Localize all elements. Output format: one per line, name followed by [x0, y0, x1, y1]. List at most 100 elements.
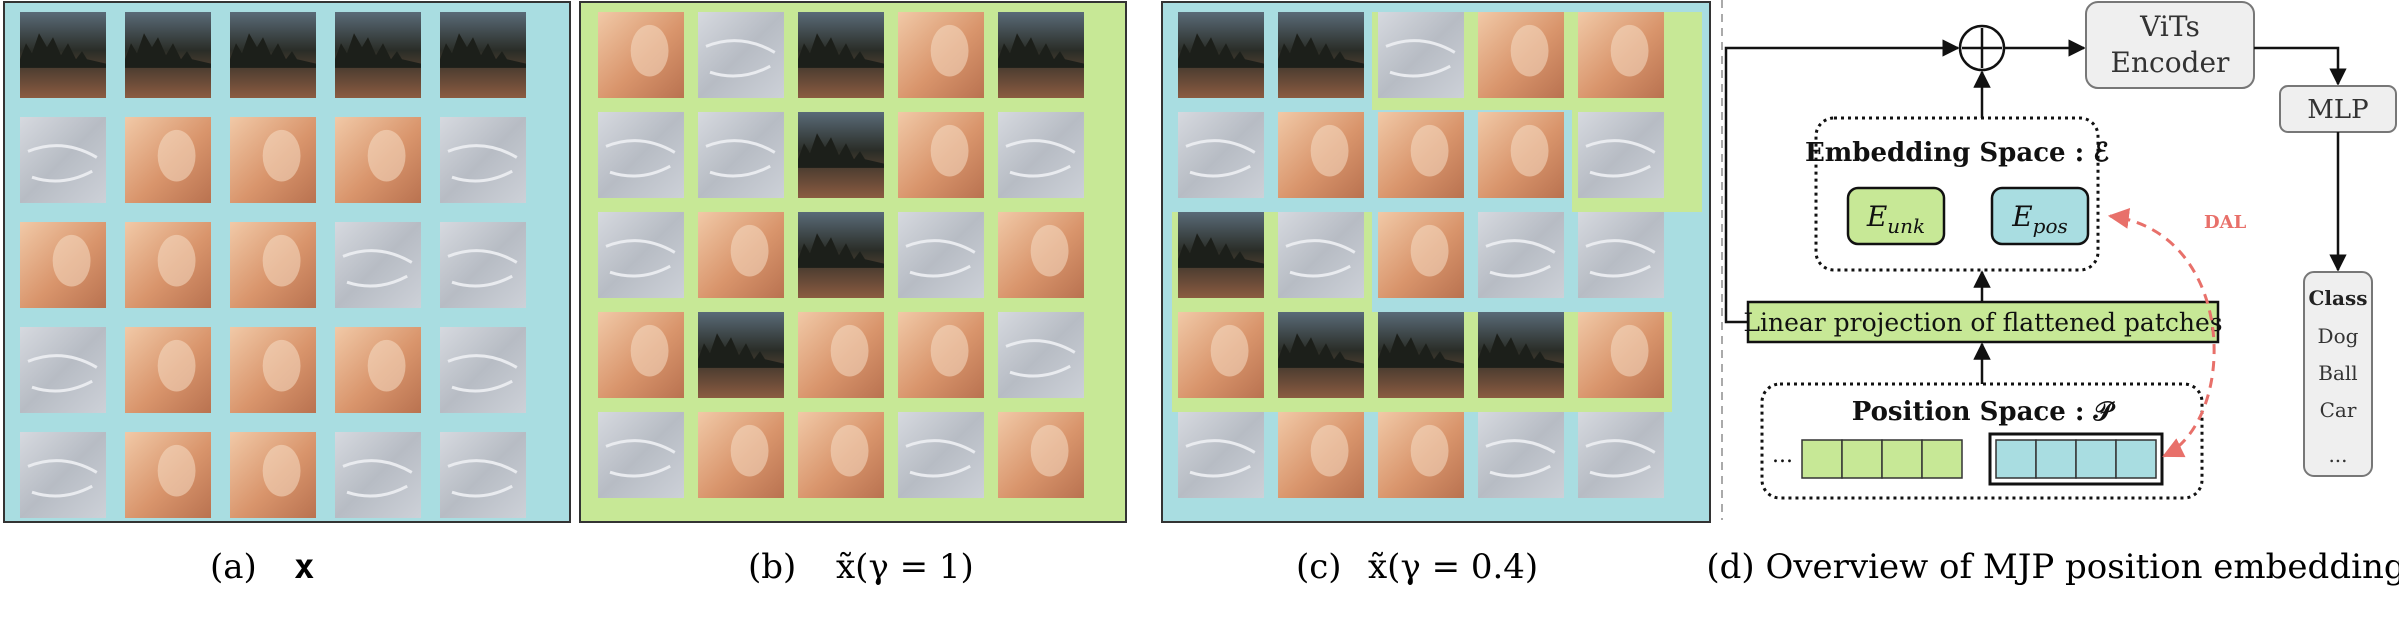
position-cell	[1841, 439, 1883, 479]
panel-c-partially-shuffled-image	[1161, 1, 1711, 523]
e-unk-subscript: unk	[1887, 214, 1925, 238]
snow-texture	[605, 239, 676, 278]
image-patch-snow	[1578, 212, 1664, 298]
fur-highlight	[930, 124, 969, 177]
image-patch-snow	[598, 412, 684, 498]
position-cell	[2035, 439, 2077, 479]
snow-texture	[342, 459, 413, 498]
position-cell	[1881, 439, 1923, 479]
e-pos-subscript: pos	[2033, 214, 2068, 238]
image-patch-snow	[1378, 12, 1464, 98]
snow-texture	[447, 354, 518, 393]
tree-silhouette	[798, 233, 884, 268]
e-pos-box	[1990, 186, 2090, 246]
fur-highlight	[262, 234, 301, 287]
tree-silhouette	[125, 33, 211, 68]
image-patch-snow	[998, 312, 1084, 398]
snow-texture	[1185, 139, 1256, 178]
snow-texture	[1005, 139, 1076, 178]
image-patch-snow	[1178, 112, 1264, 198]
embedding-space-title: Embedding Space : ℰ	[1805, 138, 2109, 168]
image-patch-snow	[698, 12, 784, 98]
image-patch-snow	[598, 212, 684, 298]
position-cell	[1921, 439, 1963, 479]
snow-texture	[1385, 39, 1456, 78]
fur-highlight	[1410, 124, 1449, 177]
vit-encoder-box	[2085, 1, 2255, 89]
snow-texture	[27, 354, 98, 393]
class-item: Ball	[2318, 361, 2357, 385]
fur-highlight	[1510, 124, 1549, 177]
image-patch-snow	[335, 222, 421, 308]
tree-silhouette	[798, 33, 884, 68]
class-item: Car	[2320, 398, 2357, 422]
snow-texture	[447, 459, 518, 498]
fur-highlight	[1610, 324, 1649, 377]
tree-silhouette	[998, 33, 1084, 68]
fur-highlight	[1030, 424, 1069, 477]
snow-texture	[1285, 239, 1356, 278]
fur-highlight	[1410, 224, 1449, 277]
e-unk-base: E	[1866, 200, 1887, 233]
snow-texture	[1585, 139, 1656, 178]
fur-highlight	[157, 339, 196, 392]
caption-b-letter: (b)	[748, 547, 796, 587]
image-patch-snow	[440, 432, 526, 518]
image-patch-snow	[1478, 412, 1564, 498]
position-blue-outline	[1988, 432, 2164, 486]
image-patch-snow	[1178, 412, 1264, 498]
snow-texture	[705, 139, 776, 178]
vit-encoder-label-line1: ViTs	[2139, 10, 2200, 43]
position-space-title: Position Space : 𝒫	[1852, 397, 2116, 427]
tree-silhouette	[1178, 233, 1264, 268]
image-patch-snow	[598, 112, 684, 198]
fur-highlight	[157, 129, 196, 182]
skip-connection-arrow	[1724, 39, 1960, 324]
caption-a-letter: (a)	[210, 547, 257, 587]
tree-silhouette	[335, 33, 421, 68]
tree-silhouette	[20, 33, 106, 68]
panel-b-patch-grid	[598, 12, 1084, 498]
fur-highlight	[930, 24, 969, 77]
e-unk-box	[1846, 186, 1946, 246]
snow-texture	[1005, 339, 1076, 378]
class-item: ...	[2328, 443, 2347, 467]
vit-encoder-label-line2: Encoder	[2111, 46, 2231, 79]
vit-to-mlp-arrow	[2254, 46, 2347, 86]
image-patch-snow	[440, 327, 526, 413]
fur-highlight	[262, 129, 301, 182]
position-ellipsis: ...	[1772, 443, 1793, 468]
snow-texture	[1485, 239, 1556, 278]
image-patch-snow	[1278, 212, 1364, 298]
e-pos-base: E	[2011, 200, 2032, 233]
position-cell	[1995, 439, 2037, 479]
tree-silhouette	[1278, 333, 1364, 368]
tree-silhouette	[440, 33, 526, 68]
fur-highlight	[1410, 424, 1449, 477]
snow-texture	[1185, 439, 1256, 478]
fur-highlight	[1510, 24, 1549, 77]
e-unk-label: Eunk	[1866, 200, 1925, 238]
snow-texture	[605, 139, 676, 178]
caption-c-letter: (c)	[1296, 547, 1342, 587]
snow-texture	[905, 439, 976, 478]
position-cell	[2075, 439, 2117, 479]
snow-texture	[27, 459, 98, 498]
classes-box	[2303, 271, 2373, 477]
image-patch-snow	[1478, 212, 1564, 298]
position-green-cells	[1801, 439, 1963, 479]
fur-highlight	[730, 224, 769, 277]
dal-arrow	[2107, 207, 2216, 458]
image-patch-snow	[440, 222, 526, 308]
snow-texture	[342, 249, 413, 288]
panel-a-patch-grid	[20, 12, 526, 518]
snow-texture	[605, 439, 676, 478]
fur-highlight	[630, 24, 669, 77]
linear-projection-label: Linear projection of flattened patches	[1743, 308, 2222, 337]
classes-title: Class	[2309, 286, 2368, 310]
fur-highlight	[367, 129, 406, 182]
caption-b-math: x̃(γ = 1)	[836, 547, 974, 587]
position-cell	[2115, 439, 2157, 479]
e-pos-label: Epos	[2011, 200, 2068, 238]
